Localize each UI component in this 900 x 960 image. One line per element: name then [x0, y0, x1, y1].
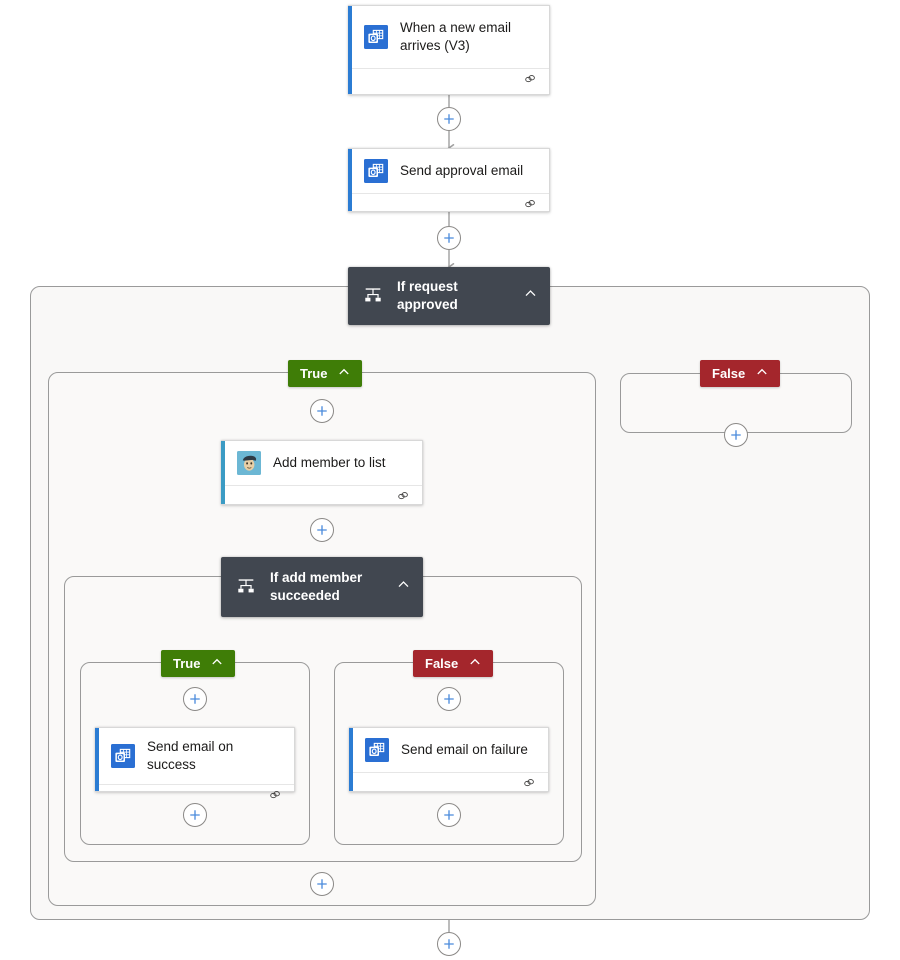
- chevron-up-icon[interactable]: [210, 655, 224, 672]
- add-step-button-after-trigger[interactable]: [437, 107, 461, 131]
- card-footer: [348, 68, 549, 94]
- chevron-up-icon[interactable]: [468, 655, 482, 672]
- chevron-up-icon[interactable]: [396, 577, 411, 597]
- branch-badge-label: False: [712, 366, 746, 381]
- branch-badge-label: False: [425, 656, 459, 671]
- add-step-button-inner-true-top[interactable]: [183, 687, 207, 711]
- card-footer: [95, 784, 294, 810]
- card-header: When a new email arrives (V3): [348, 6, 549, 68]
- action-card-title: Add member to list: [273, 454, 386, 470]
- chain-link-icon[interactable]: [523, 72, 537, 91]
- card-accent-bar: [348, 6, 352, 94]
- branch-badge-inner-true[interactable]: True: [161, 650, 236, 677]
- condition-icon: [362, 284, 386, 308]
- condition-title: If request approved: [397, 278, 458, 312]
- condition-title: If add member succeeded: [270, 569, 363, 603]
- action-card-send-approval-email[interactable]: Send approval email: [348, 148, 550, 212]
- add-step-button-after-add-member[interactable]: [310, 518, 334, 542]
- condition-icon: [235, 575, 259, 599]
- chain-link-icon[interactable]: [522, 776, 536, 795]
- card-accent-bar: [349, 728, 353, 791]
- chain-link-icon[interactable]: [396, 489, 410, 508]
- action-card-send-email-on-success[interactable]: Send email on success: [95, 727, 295, 799]
- chevron-up-icon[interactable]: [523, 286, 538, 306]
- outlook-icon: [364, 159, 388, 183]
- condition-card-if-request-approved[interactable]: If request approved: [348, 267, 550, 325]
- add-step-button-outer-false[interactable]: [724, 423, 748, 447]
- add-step-button-outer-true-bottom[interactable]: [310, 872, 334, 896]
- action-card-title: Send email on failure: [401, 741, 528, 757]
- card-accent-bar: [348, 149, 352, 211]
- action-card-title: When a new email arrives (V3): [400, 19, 512, 53]
- chevron-up-icon[interactable]: [337, 365, 351, 382]
- branch-badge-outer-true[interactable]: True: [288, 360, 363, 387]
- action-card-trigger[interactable]: When a new email arrives (V3): [348, 5, 550, 95]
- add-step-button-after-send-approval[interactable]: [437, 226, 461, 250]
- branch-badge-label: True: [300, 366, 328, 381]
- add-step-button-outer-true-top[interactable]: [310, 399, 334, 423]
- add-step-button-inner-true-bottom[interactable]: [183, 803, 207, 827]
- action-card-title: Send email on success: [147, 739, 234, 773]
- add-step-button-inner-false-top[interactable]: [437, 687, 461, 711]
- chain-link-icon[interactable]: [268, 788, 282, 807]
- card-header: Send email on failure: [349, 728, 548, 772]
- outlook-icon: [365, 738, 389, 762]
- chain-link-icon[interactable]: [523, 197, 537, 216]
- card-header: Send email on success: [95, 728, 294, 784]
- mailchimp-icon: [237, 451, 261, 475]
- branch-badge-label: True: [173, 656, 201, 671]
- card-footer: [349, 772, 548, 798]
- add-step-button-inner-false-bottom[interactable]: [437, 803, 461, 827]
- card-footer: [221, 485, 422, 511]
- action-card-send-email-on-failure[interactable]: Send email on failure: [349, 727, 549, 792]
- outlook-icon: [111, 744, 135, 769]
- outlook-icon: [364, 25, 388, 49]
- branch-badge-outer-false[interactable]: False: [700, 360, 781, 387]
- card-header: Send approval email: [348, 149, 549, 193]
- branch-badge-inner-false[interactable]: False: [413, 650, 494, 677]
- card-header: Add member to list: [221, 441, 422, 485]
- action-card-title: Send approval email: [400, 162, 524, 178]
- action-card-add-member-to-list[interactable]: Add member to list: [221, 440, 423, 505]
- condition-card-if-add-member-succeeded[interactable]: If add member succeeded: [221, 557, 423, 617]
- card-accent-bar: [221, 441, 225, 504]
- chevron-up-icon[interactable]: [755, 365, 769, 382]
- card-accent-bar: [95, 728, 99, 791]
- add-step-button-flow-bottom[interactable]: [437, 932, 461, 956]
- card-footer: [348, 193, 549, 219]
